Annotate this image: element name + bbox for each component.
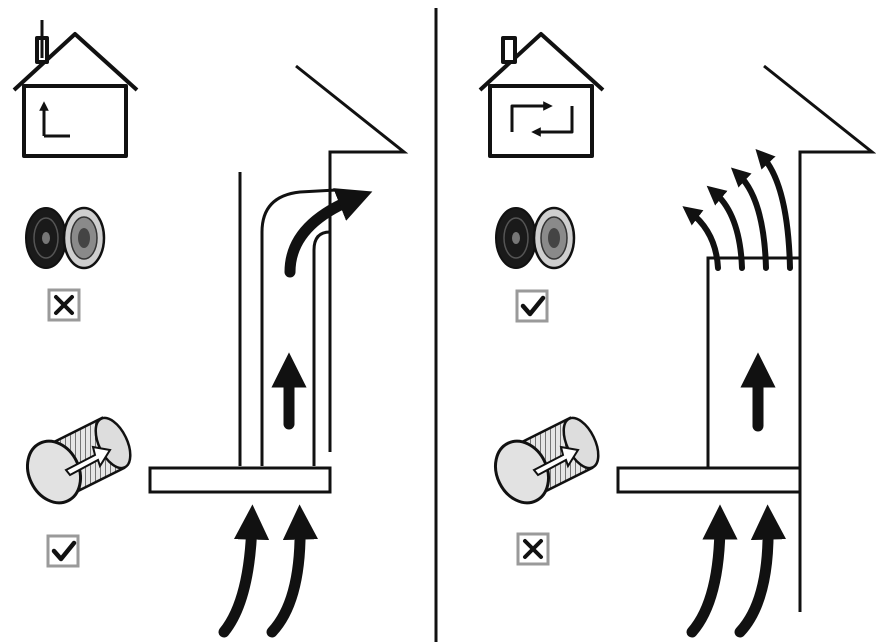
panel-extraction (12, 20, 409, 638)
duct-checkbox-recirculation (516, 532, 550, 566)
house-with-chimney-duct-icon (12, 20, 139, 158)
hood-base-panel (616, 466, 802, 494)
check-mark-icon (520, 295, 546, 317)
flexible-duct-hose-icon (26, 416, 132, 505)
hood-chimney-recirculation (706, 64, 876, 612)
filter-checkbox-recirculation (515, 289, 549, 323)
carbon-filter-icon (25, 206, 106, 270)
hood-base-panel (148, 466, 332, 494)
flexible-duct-hose-icon (494, 416, 600, 505)
duct-checkbox-extraction (46, 534, 80, 568)
house-with-recirculation-loop-icon (478, 32, 605, 158)
cross-mark-icon (523, 539, 543, 559)
hood-chimney-with-duct (238, 64, 409, 466)
panel-recirculation (478, 32, 876, 638)
cross-mark-icon (54, 295, 74, 315)
filter-checkbox-extraction (47, 288, 81, 322)
check-mark-icon (51, 540, 77, 562)
carbon-filter-icon (495, 206, 576, 270)
airflow-arrows-extraction (218, 188, 373, 638)
airflow-arrows-recirculation (682, 148, 793, 638)
